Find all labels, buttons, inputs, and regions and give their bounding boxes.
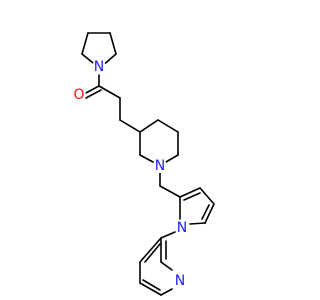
- bond-pyridine-c4-c3: [139, 237, 162, 263]
- bond-pyrrolidine-c4-c5: [109, 32, 117, 55]
- pyrrole-nitrogen-label: N: [177, 220, 187, 236]
- bond-pyrrolidine-c2-c3: [81, 32, 89, 55]
- bond-pyridine-c6-c5-inner: [142, 279, 161, 291]
- bond-pyridine-c2-n: [160, 261, 173, 271]
- bond-piperidine-c6-n: [165, 154, 179, 163]
- bonds-group: [81, 32, 215, 296]
- pyridine-nitrogen-label: N: [175, 273, 185, 289]
- bond-carbonyl-ch2: [98, 85, 121, 99]
- molecule-structure-diagram: O N N N N: [72, 32, 215, 296]
- oxygen-atom-label: O: [73, 87, 84, 103]
- bond-carbonyl-oxygen-b: [85, 89, 102, 99]
- bond-chain-2: [119, 119, 141, 133]
- bond-ch2-pyrrole: [159, 185, 181, 198]
- atom-oxygen: O: [72, 87, 86, 103]
- bond-pyrrole-c2-c3: [179, 187, 201, 198]
- atom-nitrogen-piperidine: N: [153, 158, 167, 174]
- atom-nitrogen-pyrrole: N: [175, 220, 189, 236]
- bond-pyrrole-n-pyridine: [160, 231, 176, 239]
- bond-carbonyl-oxygen-a: [83, 85, 100, 95]
- bond-pyrrole-c5-n: [189, 222, 206, 225]
- pyrrolidine-nitrogen-label: N: [94, 59, 104, 75]
- piperidine-nitrogen-label: N: [155, 158, 165, 174]
- bond-pyrrole-c2-c3-inner: [183, 192, 201, 201]
- atom-nitrogen-pyrrolidine: N: [92, 59, 106, 75]
- bond-pyridine-c6-c5: [139, 282, 162, 296]
- atom-labels-group: O N N N N: [72, 59, 189, 289]
- bond-pyridine-c4-c3-inner: [144, 243, 161, 263]
- bond-pyrrole-c4-c5-inner: [201, 204, 210, 220]
- bond-piperidine-c4-c5: [157, 119, 179, 133]
- bond-piperidine-c3-c4: [139, 119, 159, 133]
- bond-pyrrole-c4-c5: [204, 203, 215, 224]
- atom-nitrogen-pyridine: N: [173, 273, 187, 289]
- bond-piperidine-n-c2: [139, 154, 154, 163]
- bond-pyrrole-c3-c4: [199, 187, 215, 205]
- bond-pyridine-n-c6: [160, 288, 173, 296]
